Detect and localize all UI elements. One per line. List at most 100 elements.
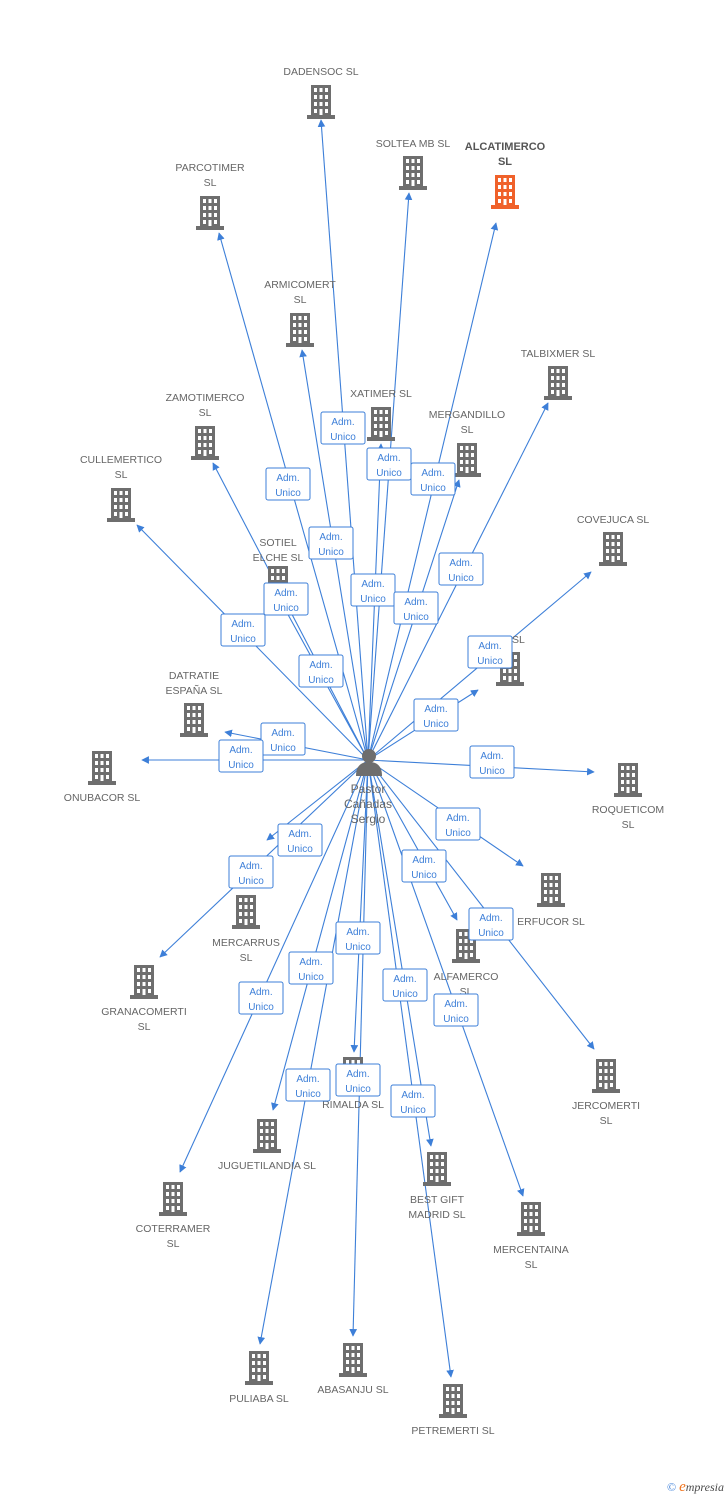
role-badge-box: [438, 552, 484, 586]
role-badge-text: Adm.: [276, 473, 299, 484]
company-node-covejuca[interactable]: COVEJUCA SL: [577, 514, 650, 566]
company-label-petremerti-1: PETREMERTI SL: [411, 1425, 494, 1437]
role-badge[interactable]: Adm.Unico: [320, 411, 366, 445]
role-badge[interactable]: Adm.Unico: [350, 573, 396, 607]
role-badge-text: Adm.: [479, 913, 502, 924]
role-badge[interactable]: Adm.Unico: [382, 968, 428, 1002]
role-badge[interactable]: Adm.Unico: [467, 635, 513, 669]
role-badge[interactable]: Adm.Unico: [410, 462, 456, 496]
building-icon: [232, 895, 260, 929]
role-badge[interactable]: Adm.Unico: [335, 921, 381, 955]
company-label-mercarrus-2: SL: [240, 952, 253, 964]
role-badge-text: Adm.: [231, 619, 254, 630]
building-icon: [286, 313, 314, 347]
role-badge[interactable]: Adm.Unico: [433, 993, 479, 1027]
company-node-onubacor[interactable]: ONUBACOR SL: [64, 751, 141, 804]
role-badge[interactable]: Adm.Unico: [265, 467, 311, 501]
role-badge[interactable]: Adm.Unico: [218, 739, 264, 773]
role-badge[interactable]: Adm.Unico: [298, 654, 344, 688]
role-badge-box: [277, 823, 323, 857]
role-badge[interactable]: Adm.Unico: [288, 951, 334, 985]
building-icon: [537, 873, 565, 907]
building-icon: [245, 1351, 273, 1385]
role-badge[interactable]: Adm.Unico: [366, 447, 412, 481]
company-node-erfucor[interactable]: ERFUCOR SL: [517, 873, 585, 928]
company-node-soltea[interactable]: SOLTEA MB SL: [376, 138, 451, 190]
building-icon: [88, 751, 116, 785]
role-badge-text: Adm.: [249, 987, 272, 998]
building-icon: [544, 366, 572, 400]
edge-petremerti: [367, 759, 454, 1378]
role-badge[interactable]: Adm.Unico: [277, 823, 323, 857]
role-badge-box: [335, 1063, 381, 1097]
role-badge[interactable]: Adm. Unico: [335, 1063, 381, 1097]
building-icon: [159, 1182, 187, 1216]
building-icon: [180, 703, 208, 737]
role-badge[interactable]: Adm.Unico: [438, 552, 484, 586]
brand-logo-initial: e: [679, 1479, 686, 1495]
company-node-rimalda[interactable]: RIMALDA SL: [322, 1057, 384, 1111]
role-badge-box: [320, 411, 366, 445]
role-badge-text: Unico: [318, 547, 344, 558]
company-label-datratie-2: ESPAÑA SL: [165, 684, 222, 697]
role-badge[interactable]: Adm.Unico: [469, 745, 515, 779]
building-icon: [592, 1059, 620, 1093]
company-label-mercentaina-2: SL: [525, 1259, 538, 1271]
role-badge[interactable]: Adm.Unico: [435, 807, 481, 841]
role-badge-text: Unico: [400, 1105, 426, 1116]
building-icon: [307, 85, 335, 119]
company-label-sotiel-1: SOTIEL: [259, 537, 297, 549]
company-node-puliaba[interactable]: PULIABA SL: [229, 1351, 289, 1405]
role-badge-text: Unico: [345, 1084, 371, 1095]
company-node-abasanju[interactable]: ABASANJU SL: [317, 1343, 389, 1396]
company-node-talbixmer[interactable]: TALBIXMER SL: [521, 348, 596, 400]
company-label-alcatimerco-1: ALCATIMERCO: [465, 141, 546, 153]
company-node-dadensoc[interactable]: DADENSOC SL: [283, 66, 359, 119]
company-label-xatimer-1: XATIMER SL: [350, 388, 412, 400]
role-badge[interactable]: Adm.Unico: [413, 698, 459, 732]
company-node-juguetilandia[interactable]: JUGUETILANDIA SL: [218, 1119, 316, 1172]
company-label-mergandillo-1: MERGANDILLO: [429, 409, 505, 421]
company-node-petremerti[interactable]: PETREMERTI SL: [411, 1384, 495, 1437]
role-badge[interactable]: Adm.Unico: [401, 849, 447, 883]
role-badge[interactable]: Adm.Unico: [285, 1068, 331, 1102]
role-badge-text: Adm.: [361, 579, 384, 590]
footer-brand[interactable]: © empresia: [667, 1479, 724, 1496]
role-badge-text: Unico: [445, 828, 471, 839]
edge-alfamerco: [367, 759, 458, 921]
role-badge[interactable]: Adm.Unico: [468, 907, 514, 941]
center-person[interactable]: Pastor Cañadas Sergio: [344, 749, 392, 826]
company-node-xatimer[interactable]: XATIMER SL: [350, 388, 412, 441]
role-badge[interactable]: Adm.Unico: [228, 855, 274, 889]
edge-mercentaina: [367, 759, 525, 1197]
building-icon: [130, 965, 158, 999]
role-badge-text: Adm.: [346, 1069, 369, 1080]
role-badge-text: Adm.: [424, 704, 447, 715]
role-badge[interactable]: Adm.Unico: [263, 582, 309, 616]
role-badge-text: Unico: [420, 483, 446, 494]
role-badge-text: Adm.: [239, 861, 262, 872]
person-name-line-1: Pastor: [351, 782, 386, 796]
role-badge[interactable]: Adm.Unico: [260, 722, 306, 756]
role-badge-box: [382, 968, 428, 1002]
role-badge[interactable]: Adm.Unico: [308, 526, 354, 560]
role-badge[interactable]: Adm.Unico: [390, 1084, 436, 1118]
role-badge[interactable]: Adm.Unico: [393, 591, 439, 625]
role-badge[interactable]: Adm.Unico: [238, 981, 284, 1015]
role-badge[interactable]: Adm.Unico: [220, 613, 266, 647]
